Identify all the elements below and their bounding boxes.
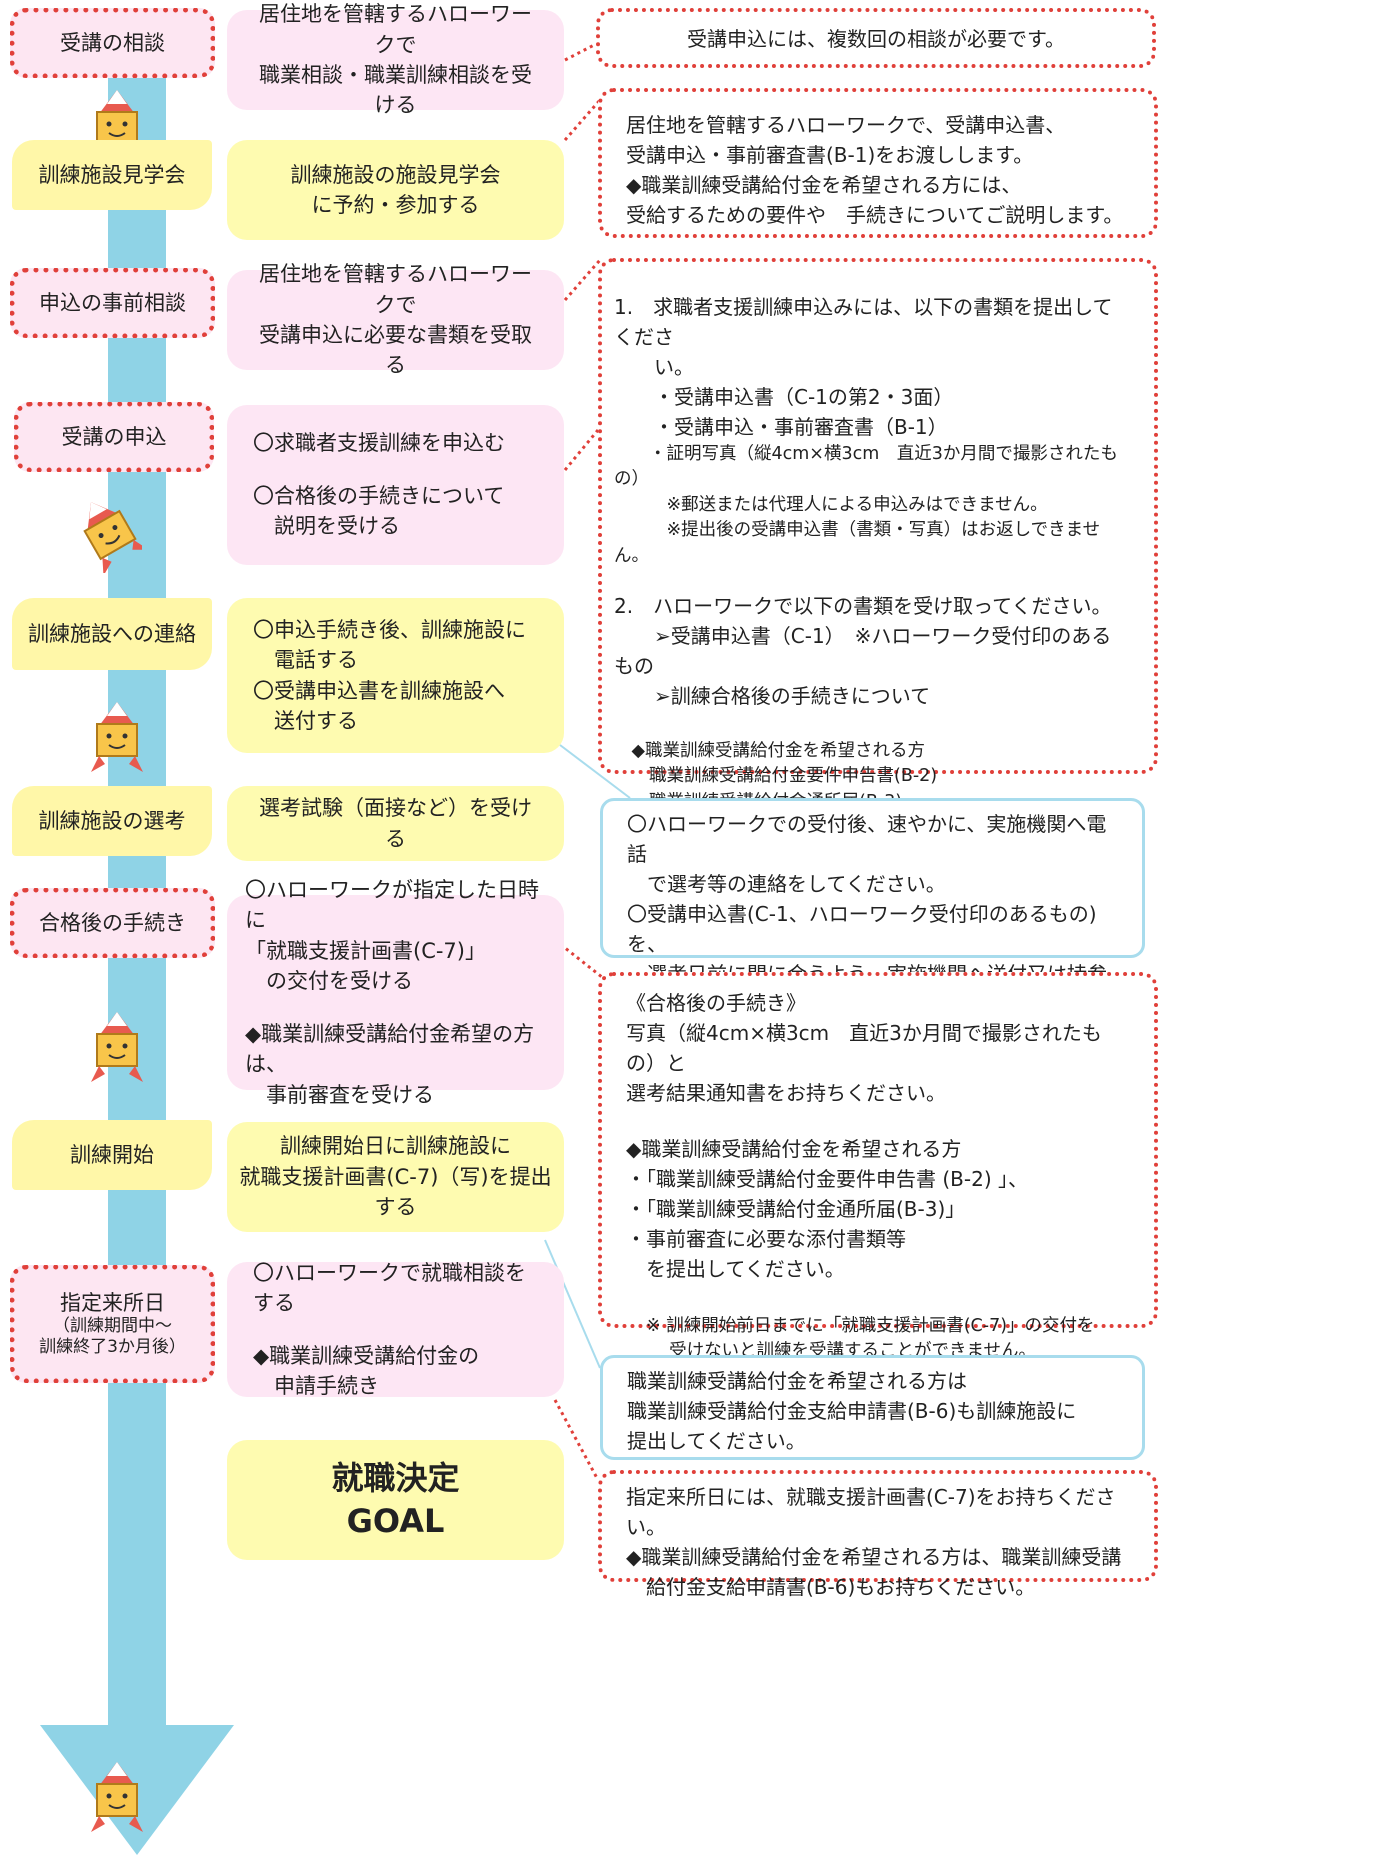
info-after-pass-procedure: 《合格後の手続き》 写真（縦4cm×横3cm 直近3か月間で撮影されたもの）と … bbox=[598, 972, 1158, 1361]
step-label: 指定来所日 bbox=[60, 1290, 165, 1315]
step-label: 訓練施設の選考 bbox=[38, 808, 186, 833]
action-text: 〇受講申込書を訓練施設へ 送付する bbox=[253, 678, 505, 733]
step-sublabel: （訓練期間中～ bbox=[53, 1315, 172, 1336]
step-label: 訓練施設見学会 bbox=[38, 162, 186, 187]
connector-3 bbox=[563, 259, 602, 301]
info-benefit-application: 職業訓練受講給付金を希望される方は 職業訓練受講給付金支給申請書(B-6)も訓練… bbox=[600, 1355, 1145, 1460]
action-application: 〇求職者支援訓練を申込む 〇合格後の手続きについて 説明を受ける bbox=[227, 405, 564, 565]
action-text: ◆職業訓練受講給付金希望の方は、 事前審査を受ける bbox=[245, 1021, 535, 1107]
step-consultation: 受講の相談 bbox=[10, 8, 215, 78]
step-label: 合格後の手続き bbox=[39, 910, 186, 935]
connector-5 bbox=[559, 744, 631, 799]
info-required-documents: 1. 求職者支援訓練申込みには、以下の書類を提出してくださ い。 ・受講申込書（… bbox=[598, 258, 1158, 913]
action-consultation: 居住地を管轄するハローワークで 職業相談・職業訓練相談を受ける bbox=[227, 2, 564, 117]
mascot-goal-icon bbox=[91, 1762, 143, 1832]
action-text: 〇求職者支援訓練を申込む bbox=[253, 431, 505, 456]
action-text: 訓練施設の施設見学会 bbox=[290, 162, 501, 187]
step-application: 受講の申込 bbox=[14, 402, 214, 472]
info-selection-contact: 〇ハローワークでの受付後、速やかに、実施機関へ電話 で選考等の連絡をしてください… bbox=[600, 798, 1145, 1046]
mascot-jumping-icon bbox=[83, 502, 142, 573]
info-text: ・証明写真（縦4cm×横3cm 直近3か月間で撮影されたもの） ※郵送または代理… bbox=[614, 444, 1118, 566]
info-text: 受講申込には、複数回の相談が必要です。 bbox=[687, 27, 1065, 51]
mascot-icon bbox=[91, 1012, 143, 1082]
action-text: 職業相談・職業訓練相談を受ける bbox=[259, 63, 532, 118]
info-text: 職業訓練受講給付金を希望される方は 職業訓練受講給付金支給申請書(B-6)も訓練… bbox=[627, 1369, 1077, 1453]
step-label: 申込の事前相談 bbox=[39, 290, 186, 315]
action-facility-tour: 訓練施設の施設見学会 に予約・参加する bbox=[227, 140, 564, 240]
goal-box: 就職決定 GOAL bbox=[227, 1440, 564, 1560]
action-text: 居住地を管轄するハローワークで bbox=[259, 262, 532, 317]
goal-subtitle: GOAL bbox=[346, 1502, 445, 1540]
action-text: 受講申込に必要な書類を受取る bbox=[259, 323, 532, 378]
info-text: 《合格後の手続き》 写真（縦4cm×横3cm 直近3か月間で撮影されたもの）と … bbox=[626, 991, 1102, 1105]
action-designated-visit: 〇ハローワークで就職相談をする ◆職業訓練受講給付金の 申請手続き bbox=[227, 1261, 564, 1398]
action-text: に予約・参加する bbox=[311, 193, 480, 217]
info-designated-visit: 指定来所日には、就職支援計画書(C-7)をお持ちください。 ◆職業訓練受講給付金… bbox=[598, 1470, 1158, 1599]
action-text: 〇ハローワークで就職相談をする bbox=[253, 1260, 526, 1316]
connector-2 bbox=[563, 99, 602, 141]
action-text: 訓練開始日に訓練施設に bbox=[280, 1134, 511, 1159]
info-text: 指定来所日には、就職支援計画書(C-7)をお持ちください。 ◆職業訓練受講給付金… bbox=[626, 1485, 1122, 1599]
step-selection: 訓練施設の選考 bbox=[12, 786, 212, 856]
action-pre-consultation: 居住地を管轄するハローワークで 受講申込に必要な書類を受取る bbox=[227, 262, 564, 377]
info-text: 居住地を管轄するハローワークで、受講申込書、 受講申込・事前審査書(B-1)をお… bbox=[626, 113, 1124, 227]
connector-8 bbox=[553, 1399, 600, 1481]
action-facility-contact: 〇申込手続き後、訓練施設に 電話する 〇受講申込書を訓練施設へ 送付する bbox=[227, 598, 564, 753]
step-training-start: 訓練開始 bbox=[12, 1120, 212, 1190]
connector-6 bbox=[554, 938, 613, 987]
mascot-phone-icon bbox=[91, 702, 143, 772]
info-text: 1. 求職者支援訓練申込みには、以下の書類を提出してくださ い。 ・受講申込書（… bbox=[614, 295, 1113, 439]
action-text: 就職支援計画書(C-7)（写)を提出する bbox=[239, 1164, 552, 1220]
action-text: 〇合格後の手続きについて 説明を受ける bbox=[253, 483, 505, 539]
info-consultation-note: 受講申込には、複数回の相談が必要です。 bbox=[596, 8, 1156, 68]
step-sublabel: 訓練終了3か月後） bbox=[39, 1337, 186, 1358]
info-text: 2. ハローワークで以下の書類を受け取ってください。 ➢受講申込書（C-1） ※… bbox=[614, 593, 1112, 708]
action-text: ◆職業訓練受講給付金の 申請手続き bbox=[253, 1343, 480, 1398]
step-designated-visit: 指定来所日 （訓練期間中～ 訓練終了3か月後） bbox=[10, 1265, 215, 1383]
action-text: 〇ハローワークが指定した日時に 「就職支援計画書(C-7)」 の交付を受ける bbox=[245, 877, 539, 994]
step-label: 受講の相談 bbox=[60, 30, 165, 55]
step-pre-consultation: 申込の事前相談 bbox=[10, 268, 215, 338]
step-facility-contact: 訓練施設への連絡 bbox=[12, 598, 212, 670]
action-selection: 選考試験（面接など）を受ける bbox=[227, 786, 564, 861]
action-training-start: 訓練開始日に訓練施設に 就職支援計画書(C-7)（写)を提出する bbox=[227, 1122, 564, 1232]
connector-1 bbox=[564, 42, 597, 62]
connector-7 bbox=[544, 1239, 601, 1369]
goal-title: 就職決定 bbox=[331, 1458, 460, 1497]
info-application-forms: 居住地を管轄するハローワークで、受講申込書、 受講申込・事前審査書(B-1)をお… bbox=[598, 88, 1158, 238]
step-label: 受講の申込 bbox=[61, 424, 167, 449]
connector-4 bbox=[563, 429, 600, 471]
action-after-pass: 〇ハローワークが指定した日時に 「就職支援計画書(C-7)」 の交付を受ける ◆… bbox=[227, 878, 564, 1107]
step-label: 訓練開始 bbox=[70, 1142, 154, 1167]
action-text: 〇申込手続き後、訓練施設に 電話する bbox=[253, 617, 526, 673]
step-facility-tour: 訓練施設見学会 bbox=[12, 140, 212, 210]
step-after-pass: 合格後の手続き bbox=[10, 888, 215, 958]
step-label: 訓練施設への連絡 bbox=[28, 621, 196, 646]
action-text: 選考試験（面接など）を受ける bbox=[259, 796, 532, 851]
action-text: 居住地を管轄するハローワークで bbox=[259, 2, 532, 57]
info-text: ◆職業訓練受講給付金を希望される方 ・「職業訓練受講給付金要件申告書 (B-2)… bbox=[626, 1137, 1028, 1281]
